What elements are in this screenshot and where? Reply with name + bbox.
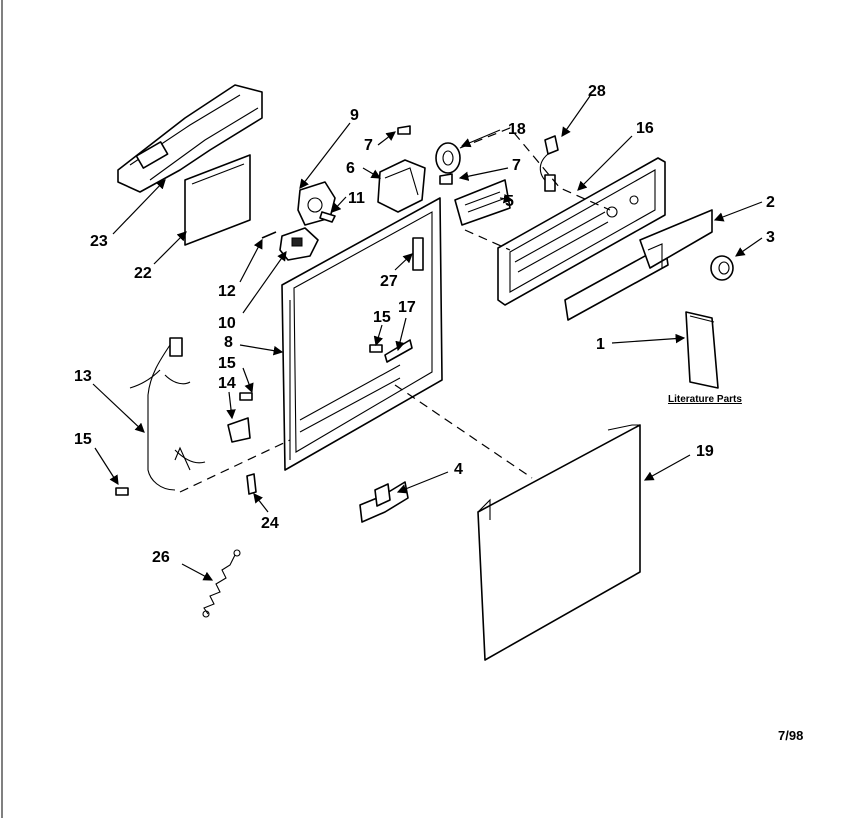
- callout-2: 2: [766, 194, 775, 211]
- callout-12: 12: [218, 283, 236, 300]
- callout-27: 27: [380, 273, 398, 290]
- callout-18: 18: [508, 121, 526, 138]
- part-11-screw: [319, 211, 336, 223]
- part-1-literature: [685, 311, 719, 389]
- leader-lines: [92, 95, 763, 581]
- part-2-overlay: [639, 209, 713, 269]
- part-28-connector: [539, 135, 559, 192]
- part-15-screw-center: [369, 344, 383, 353]
- callout-3: 3: [766, 229, 775, 246]
- callout-14: 14: [218, 375, 236, 392]
- part-26-spring: [202, 549, 241, 618]
- part-19-door-panel: [477, 424, 641, 661]
- callout-4: 4: [454, 461, 463, 478]
- callout-15-center: 15: [373, 309, 391, 326]
- callout-19: 19: [696, 443, 714, 460]
- date-code: 7/98: [778, 728, 803, 743]
- part-23-bracket: [117, 84, 263, 193]
- callout-26: 26: [152, 549, 170, 566]
- part-10-housing: [279, 227, 319, 261]
- callout-23: 23: [90, 233, 108, 250]
- part-3-knob: [710, 255, 734, 281]
- part-7-screw-lower: [439, 173, 453, 185]
- callout-6: 6: [346, 160, 355, 177]
- callout-16: 16: [636, 120, 654, 137]
- dashed-assembly-lines: [179, 127, 611, 493]
- part-15-screw-bottom: [115, 487, 129, 496]
- callout-17: 17: [398, 299, 416, 316]
- callout-22: 22: [134, 265, 152, 282]
- part-15-screw-left: [239, 392, 253, 401]
- part-22-panel: [184, 154, 251, 246]
- callout-15-left: 15: [218, 355, 236, 372]
- part-14-connector: [227, 417, 251, 443]
- callout-13: 13: [74, 368, 92, 385]
- part-8-door-frame: [281, 197, 443, 471]
- literature-parts-label: Literature Parts: [668, 394, 742, 405]
- callout-1: 1: [596, 336, 605, 353]
- callout-7-upper: 7: [364, 137, 373, 154]
- callout-15-bottom: 15: [74, 431, 92, 448]
- part-4-hinge: [359, 481, 409, 523]
- part-6-latch: [377, 159, 426, 213]
- callout-9: 9: [350, 107, 359, 124]
- part-18-disc: [435, 142, 461, 174]
- part-12-clip: [261, 231, 277, 239]
- part-24-clip: [246, 473, 257, 495]
- callout-11: 11: [348, 190, 365, 207]
- part-7-screw-upper: [397, 125, 411, 135]
- callout-10: 10: [218, 315, 236, 332]
- callout-28: 28: [588, 83, 606, 100]
- part-16-console: [497, 157, 669, 321]
- callout-5: 5: [505, 193, 514, 210]
- callout-8: 8: [224, 334, 233, 351]
- callout-24: 24: [261, 515, 279, 532]
- part-13-wire-harness: [129, 337, 206, 491]
- part-5-switch-block: [454, 179, 511, 226]
- callout-7-lower: 7: [512, 157, 521, 174]
- part-27-bracket: [412, 237, 424, 271]
